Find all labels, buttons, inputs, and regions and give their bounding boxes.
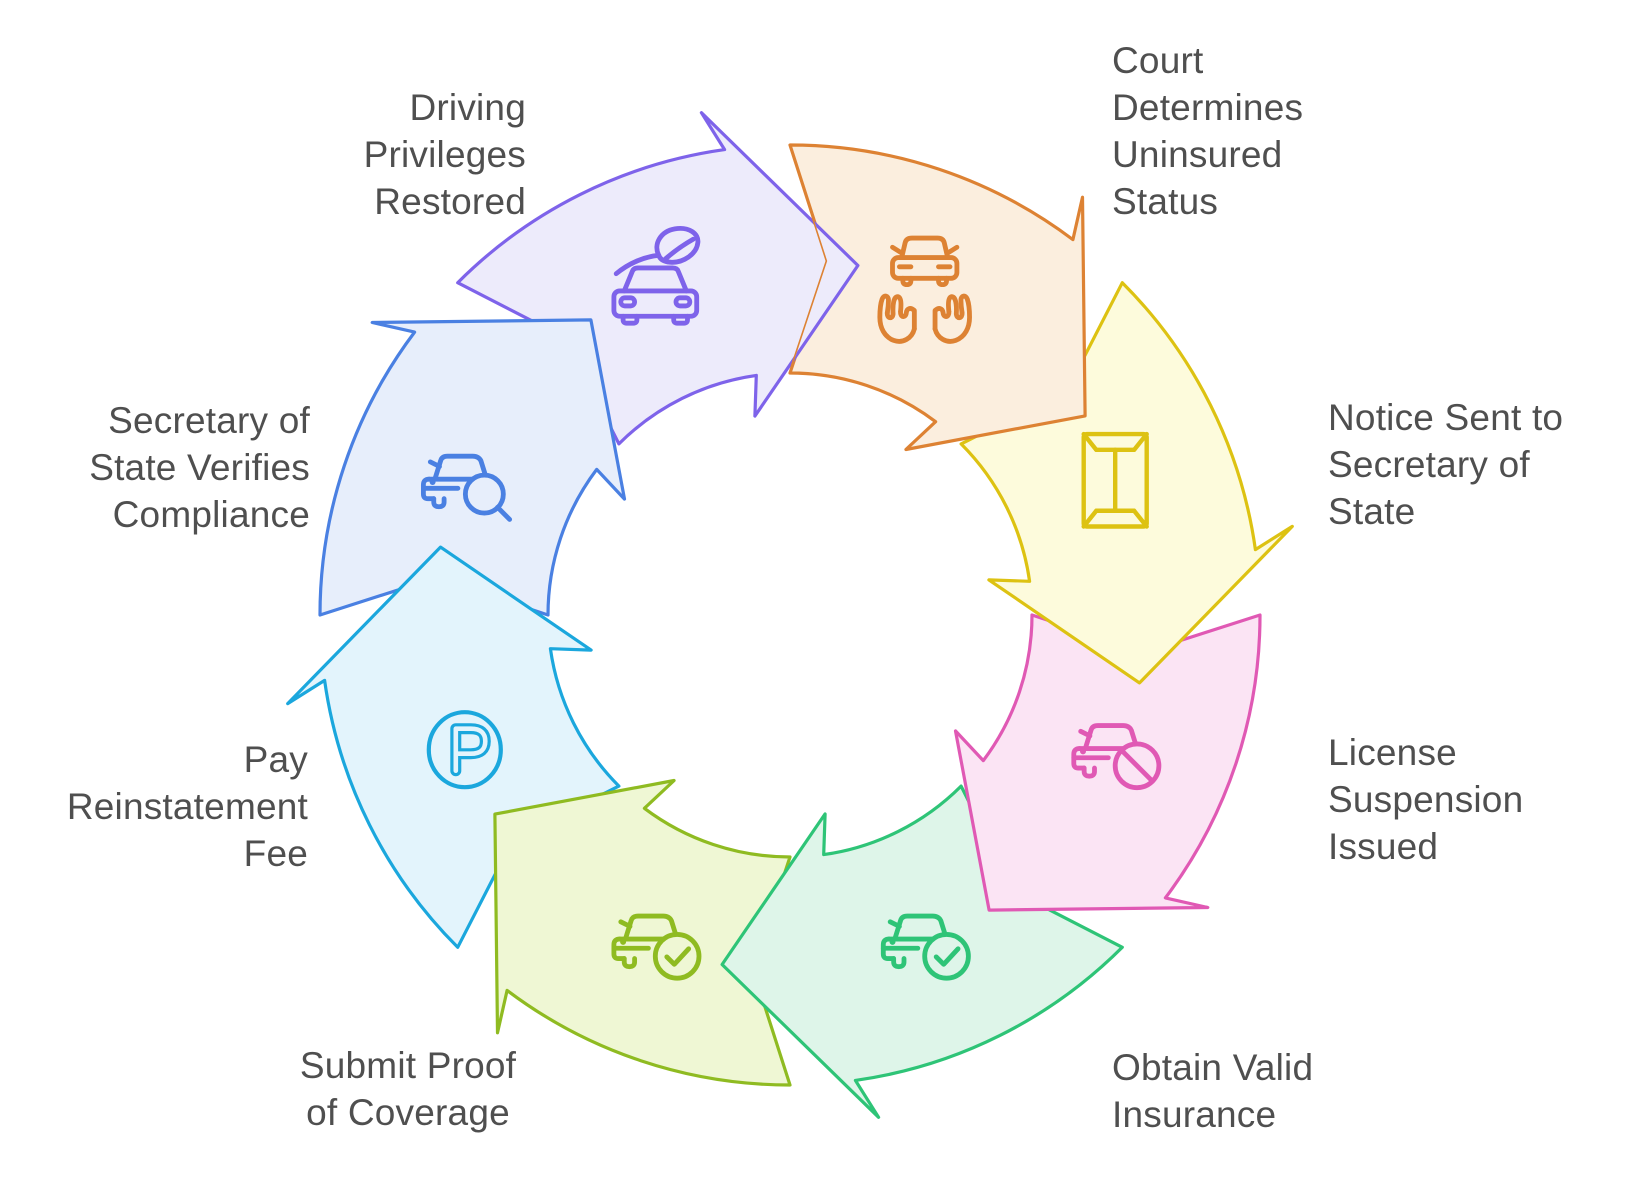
step-label-court-determines-uninsured-status: Court Determines Uninsured Status <box>1112 40 1304 222</box>
arrow-secretary-of-state-verifies-compliance <box>318 318 627 617</box>
arrow-court-determines-uninsured-status <box>788 143 1087 452</box>
step-label-obtain-valid-insurance: Obtain Valid Insurance <box>1112 1047 1314 1135</box>
arrow-notice-sent-to-secretary-of-state <box>959 281 1294 685</box>
step-label-submit-proof-of-coverage: Submit Proof of Coverage <box>299 1045 517 1133</box>
arrow-obtain-valid-insurance <box>720 784 1124 1119</box>
arrow-license-suspension-issued <box>953 613 1262 912</box>
step-label-secretary-of-state-verifies-compliance: Secretary of State Verifies Compliance <box>89 400 310 535</box>
step-label-pay-reinstatement-fee: Pay Reinstatement Fee <box>66 739 308 874</box>
step-label-notice-sent-to-secretary-of-state: Notice Sent to Secretary of State <box>1328 397 1564 532</box>
arrow-driving-privileges-restored <box>456 111 860 446</box>
step-label-driving-privileges-restored: Driving Privileges Restored <box>363 87 526 222</box>
step-label-license-suspension-issued: License Suspension Issued <box>1328 732 1524 867</box>
arrow-submit-proof-of-coverage <box>493 778 792 1087</box>
cycle-arrows <box>286 111 1294 1119</box>
